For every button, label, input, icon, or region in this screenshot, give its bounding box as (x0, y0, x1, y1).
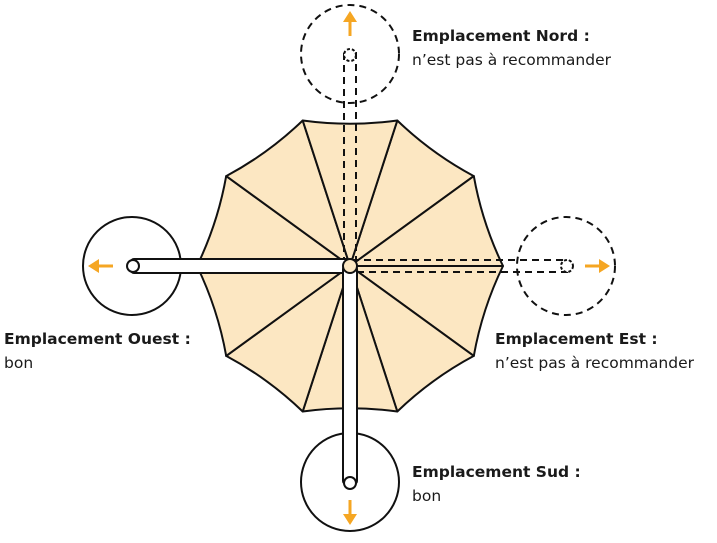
label-sud-title: Emplacement Sud : (412, 460, 581, 484)
pole-foot-sud (344, 477, 356, 489)
label-est: Emplacement Est : n’est pas à recommande… (495, 327, 694, 375)
label-est-description: n’est pas à recommander (495, 351, 694, 375)
pole-foot-nord (344, 49, 356, 61)
label-nord: Emplacement Nord : n’est pas à recommand… (412, 24, 611, 72)
label-est-title: Emplacement Est : (495, 327, 694, 351)
label-nord-description: n’est pas à recommander (412, 48, 611, 72)
parasol-hub (343, 259, 357, 273)
label-sud-description: bon (412, 484, 581, 508)
arrow-right-icon (585, 259, 610, 273)
label-nord-title: Emplacement Nord : (412, 24, 611, 48)
label-ouest-description: bon (4, 351, 191, 375)
arrow-up-icon (343, 11, 357, 36)
label-ouest: Emplacement Ouest : bon (4, 327, 191, 375)
label-sud: Emplacement Sud : bon (412, 460, 581, 508)
label-ouest-title: Emplacement Ouest : (4, 327, 191, 351)
pole-sud (343, 266, 357, 484)
pole-ouest (131, 259, 350, 273)
pole-foot-ouest (127, 260, 139, 272)
pole-foot-est (561, 260, 573, 272)
